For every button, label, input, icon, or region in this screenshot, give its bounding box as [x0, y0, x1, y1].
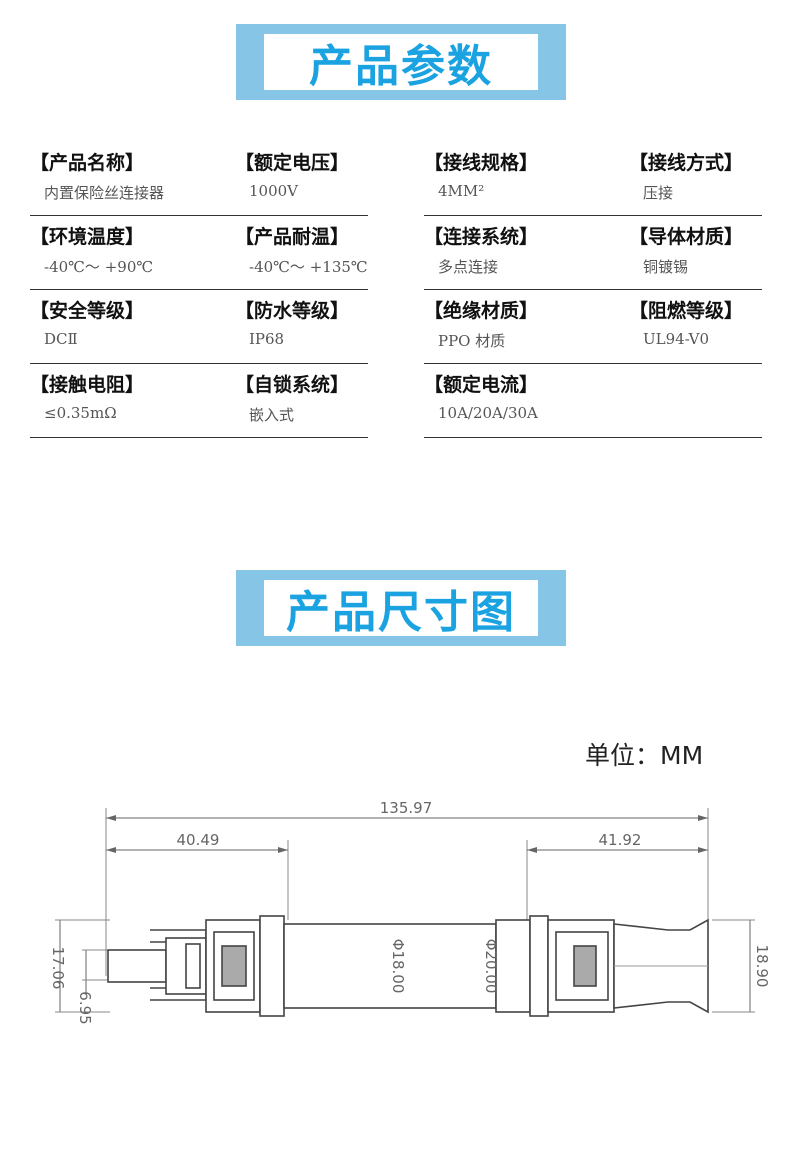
- spec-value: ≤0.35mΩ: [44, 404, 117, 422]
- dim-nut-diameter: Φ20.00: [482, 939, 500, 994]
- spec-label: 【安全等级】: [30, 300, 145, 322]
- spec-label: 【额定电压】: [235, 152, 350, 174]
- dim-right-section: 41.92: [599, 831, 642, 849]
- spec-column-right: 【接线规格】 4MM² 【接线方式】压接【连接系统】多点连接 【导体材质】铜镀锡【绝缘…: [424, 142, 762, 438]
- spec-row: 【接线规格】 4MM² 【接线方式】压接: [424, 142, 762, 216]
- dimension-drawing: 135.97 40.49 41.92 17.06 6.95 Φ18.00 Φ20…: [49, 799, 771, 1025]
- spec-label: 【接线规格】: [424, 152, 539, 174]
- dim-right-height: 18.90: [753, 945, 771, 988]
- spec-label: 【接触电阻】: [30, 374, 145, 396]
- dimensions-banner: 产品尺寸图: [236, 570, 566, 646]
- params-banner: 产品参数: [236, 24, 566, 100]
- spec-label: 【自锁系统】: [235, 374, 350, 396]
- spec-value: 1000V: [249, 182, 299, 200]
- params-title: 产品参数: [264, 34, 538, 92]
- spec-label: 【接线方式】: [629, 152, 744, 174]
- spec-value: PPO 材质: [438, 332, 506, 350]
- spec-label: 【连接系统】: [424, 226, 539, 248]
- spec-value: 嵌入式: [249, 406, 295, 424]
- dim-overall-length: 135.97: [380, 799, 433, 817]
- spec-label: 【额定电流】: [424, 374, 539, 396]
- dimensions-title: 产品尺寸图: [264, 580, 538, 638]
- spec-value: 铜镀锡: [643, 258, 689, 276]
- spec-value: DCⅡ: [44, 330, 78, 348]
- spec-row: 【环境温度】 -40℃～ +90℃ 【产品耐温】 -40℃～ +135℃: [30, 216, 368, 290]
- spec-row: 【安全等级】 DCⅡ 【防水等级】 IP68: [30, 290, 368, 364]
- spec-value: 多点连接: [438, 258, 499, 276]
- spec-label: 【防水等级】: [235, 300, 350, 322]
- dim-left-section: 40.49: [177, 831, 220, 849]
- spec-row: 【额定电流】 10A/20A/30A: [424, 364, 762, 438]
- spec-label: 【产品名称】: [30, 152, 145, 174]
- dim-body-diameter: Φ18.00: [389, 939, 407, 994]
- spec-label: 【环境温度】: [30, 226, 145, 248]
- spec-column-left: 【产品名称】内置保险丝连接器 【额定电压】 1000V 【环境温度】 -40℃～ +90…: [30, 142, 368, 438]
- spec-row: 【产品名称】内置保险丝连接器 【额定电压】 1000V: [30, 142, 368, 216]
- spec-row: 【绝缘材质】 PPO 材质 【阻燃等级】 UL94-V0: [424, 290, 762, 364]
- spec-value: IP68: [249, 330, 285, 348]
- spec-value: 内置保险丝连接器: [44, 184, 165, 202]
- spec-value: UL94-V0: [643, 330, 710, 348]
- spec-label: 【导体材质】: [629, 226, 744, 248]
- spec-label: 【产品耐温】: [235, 226, 350, 248]
- spec-value: 10A/20A/30A: [438, 404, 538, 422]
- spec-value: 4MM²: [438, 182, 485, 200]
- unit-label: 单位：MM: [585, 741, 704, 770]
- dim-pin-diameter: 6.95: [76, 991, 94, 1024]
- spec-label: 【阻燃等级】: [629, 300, 744, 322]
- spec-row: 【连接系统】多点连接 【导体材质】铜镀锡: [424, 216, 762, 290]
- spec-value: 压接: [643, 184, 674, 202]
- dim-left-height: 17.06: [49, 947, 67, 990]
- spec-label: 【绝缘材质】: [424, 300, 539, 322]
- spec-value: -40℃～ +135℃: [249, 258, 368, 276]
- spec-value: -40℃～ +90℃: [44, 258, 154, 276]
- spec-row: 【接触电阻】 ≤0.35mΩ 【自锁系统】嵌入式: [30, 364, 368, 438]
